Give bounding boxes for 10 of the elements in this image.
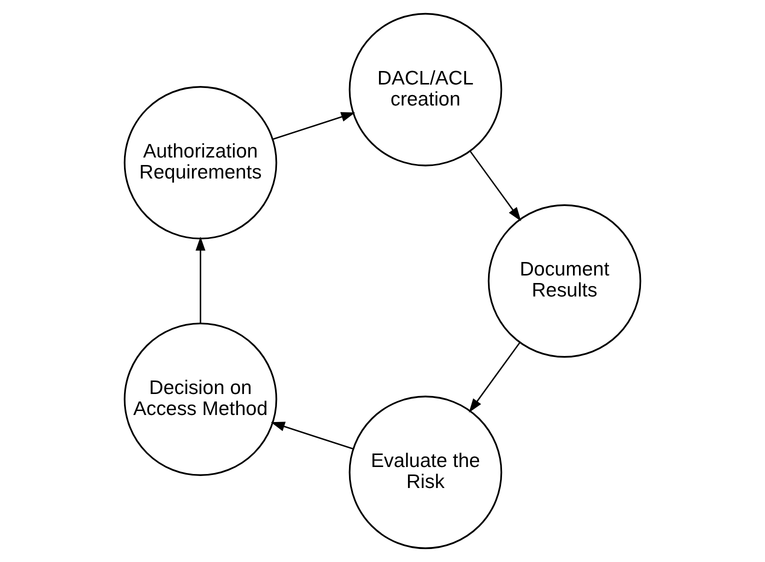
node-circle: Authorization Requirements xyxy=(124,86,278,240)
arrow xyxy=(468,342,520,413)
arrow xyxy=(196,236,206,324)
node-circle: Document Results xyxy=(488,204,642,358)
node-circle: DACL/ACL creation xyxy=(348,12,502,166)
node-circle: Evaluate the Risk xyxy=(348,396,502,550)
node-circle: Decision on Access Method xyxy=(124,322,278,476)
arrow xyxy=(270,422,354,450)
arrow xyxy=(470,150,522,222)
arrow xyxy=(272,112,356,140)
